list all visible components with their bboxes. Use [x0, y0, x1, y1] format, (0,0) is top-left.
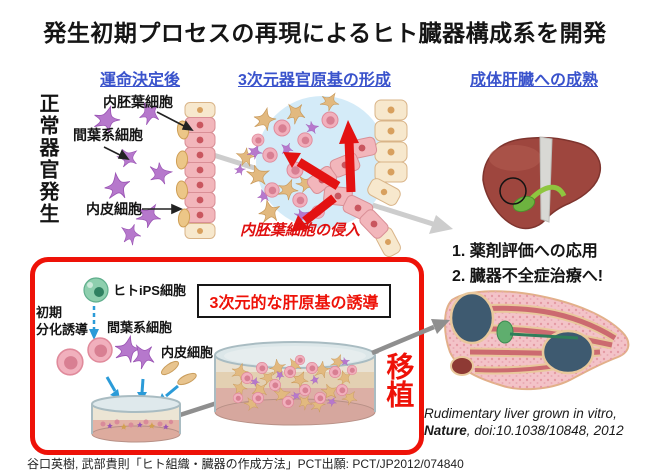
endoderm-cell-label: 内胚葉細胞 [103, 94, 173, 110]
patent-footer: 谷口英樹, 武部貴則「ヒト組織・臓器の作成方法」PCT出願: PCT/JP201… [27, 457, 464, 471]
vessel-blob-small [450, 356, 474, 376]
left-label-arrows [103, 111, 194, 215]
development-progress-arrowhead [429, 215, 453, 234]
vessel-blob-right [541, 329, 595, 375]
endothelium-cell-label: 内皮細胞 [86, 201, 142, 217]
vessel-blob-left [449, 291, 495, 345]
ips-cell-illustration [83, 277, 109, 303]
liver-illustration [482, 136, 602, 230]
differentiation-dashed-arrow [89, 306, 99, 340]
green-duct-line [509, 332, 579, 340]
mesenchyme-cell-label-box: 間葉系細胞 [107, 320, 173, 335]
initial-differentiation-label: 初期 分化誘導 [36, 305, 89, 337]
endothelium-cell-label-box: 内皮細胞 [161, 345, 214, 360]
stage-header-fate-decision: 運命決定後 [100, 72, 181, 89]
liver-bud-induction-label: 3次元的な肝原基の誘導 [209, 295, 379, 312]
transplant-arrowhead [431, 319, 450, 334]
endothelium-cells-box [160, 360, 197, 386]
citation-line2: Nature, doi:10.1038/10848, 2012 [424, 423, 624, 438]
application-item-2: 2. 臓器不全症治療へ! [452, 268, 604, 285]
ips-cell-label: ヒトiPS細胞 [113, 283, 186, 298]
liver-highlight-circle [499, 177, 527, 205]
transplant-arrow [371, 324, 435, 356]
petri-dish-small [91, 395, 181, 443]
mesenchyme-cell-label: 間葉系細胞 [73, 127, 143, 143]
citation-line1: Rudimentary liver grown in vitro, [424, 406, 617, 421]
application-item-1: 1. 薬剤評価への応用 [452, 243, 598, 260]
experiment-red-box [30, 257, 424, 455]
stage-header-maturation: 成体肝臓への成熟 [470, 72, 599, 89]
slide-title: 発生初期プロセスの再現によるヒト臓器構成系を開発 [43, 20, 607, 46]
transplant-label: 移植 [383, 352, 415, 408]
liver-bud-tissue-illustration [444, 290, 630, 391]
green-duct-bulb [496, 320, 514, 344]
stage-header-organ-bud: 3次元器官原基の形成 [238, 72, 391, 89]
citation-doi: , doi:10.1038/10848, 2012 [466, 423, 624, 438]
citation-journal: Nature [424, 423, 467, 438]
endoderm-invasion-caption: 内胚葉細胞の侵入 [240, 222, 361, 239]
petri-dish-large [214, 341, 376, 426]
liver-bud-induction-box: 3次元的な肝原基の誘導 [197, 284, 391, 318]
bile-duct [529, 184, 567, 201]
invasion-red-arrows [283, 120, 359, 232]
normal-organogenesis-label: 正常器官発生 [36, 93, 58, 225]
gallbladder [512, 195, 536, 213]
